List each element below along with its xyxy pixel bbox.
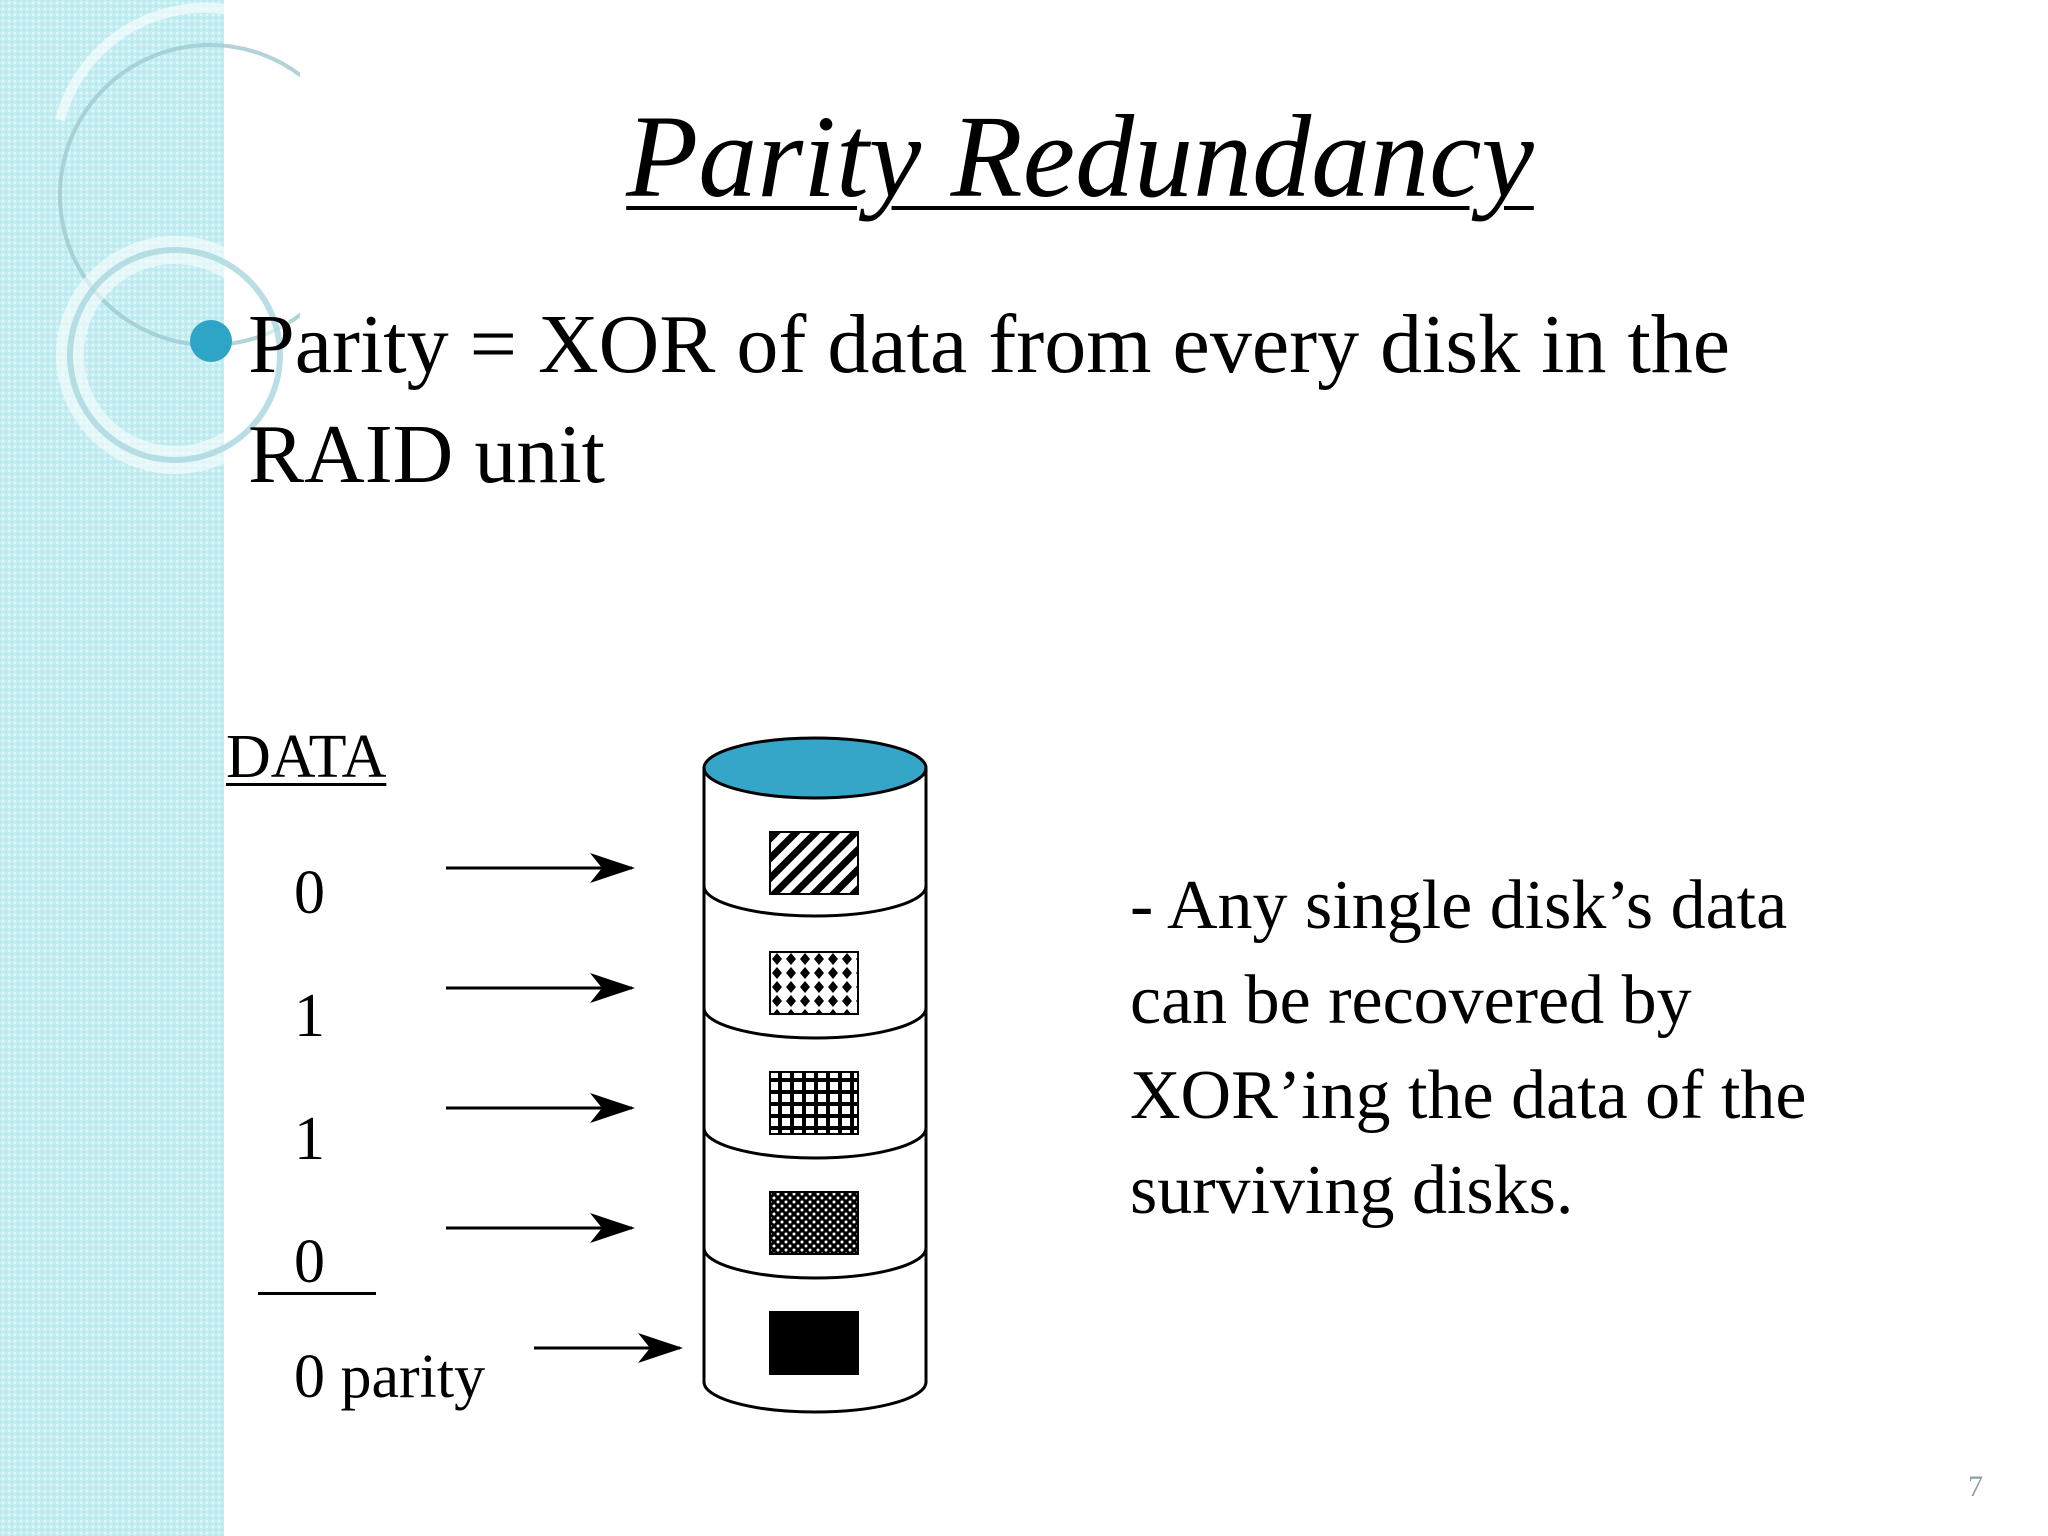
disk-separator — [702, 1247, 928, 1280]
disk-block-parity — [769, 1311, 859, 1375]
decorative-rings — [55, 2, 300, 474]
data-bit: 1 — [294, 1105, 325, 1173]
disk-separator — [702, 885, 928, 918]
disk-separator — [702, 1007, 928, 1040]
disk-block-hatch — [769, 831, 859, 895]
disk-top — [702, 736, 928, 800]
data-heading: DATA — [226, 723, 387, 791]
data-bit: 0 — [294, 1228, 325, 1296]
sum-line — [258, 1292, 376, 1295]
data-bit: 0 — [294, 859, 325, 927]
parity-label: 0 parity — [294, 1343, 486, 1411]
recovery-note: - Any single disk’s data can be recovere… — [1130, 867, 1807, 1229]
disk-block-stipple — [769, 1191, 859, 1255]
bullet-item: Parity = XOR of data from every disk in … — [190, 290, 1748, 510]
sidebar-edge — [224, 0, 228, 1536]
page-number: 7 — [1968, 1470, 1983, 1503]
disk-separator — [702, 1127, 928, 1160]
disk-block-grid — [769, 1071, 859, 1135]
bullet-text: Parity = XOR of data from every disk in … — [248, 298, 1731, 501]
slide-title: Parity Redundancy — [626, 91, 1534, 222]
bullet-dot-icon — [190, 320, 232, 362]
data-bit: 1 — [294, 982, 325, 1050]
disk-block-diamond — [769, 951, 859, 1015]
